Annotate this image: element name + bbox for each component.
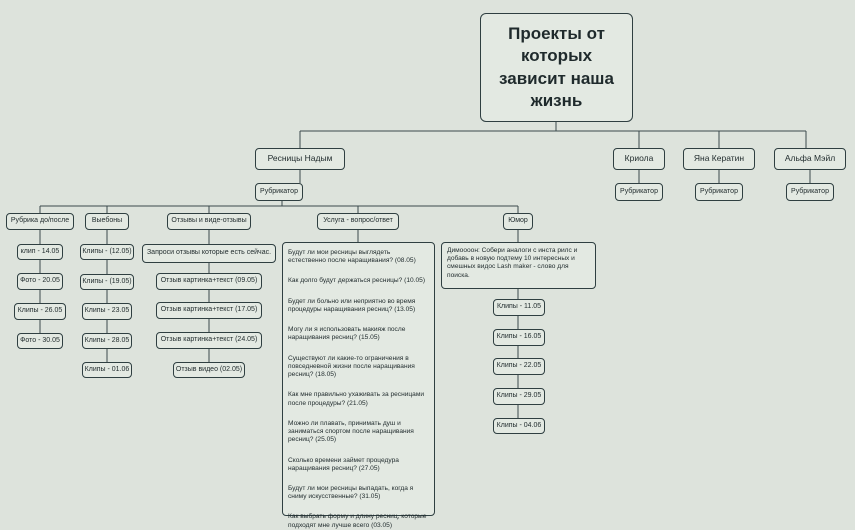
dp-item[interactable]: Фото - 30.05 (17, 333, 63, 349)
root-title: Проекты от которых зависит наша жизнь (499, 23, 614, 110)
category-humor[interactable]: Юмор (503, 213, 533, 230)
question-item: Будут ли мои ресницы выпадать, когда я с… (288, 484, 414, 501)
branch-alfa-meil[interactable]: Альфа Мэйл (774, 148, 846, 170)
category-do-posle[interactable]: Рубрика до/после (6, 213, 74, 230)
question-item: Сколько времени займет процедура наращив… (288, 456, 399, 472)
rubricator-kriola[interactable]: Рубрикатор (615, 183, 663, 201)
humor-item[interactable]: Клипы - 22.05 (493, 358, 545, 375)
category-vyebony[interactable]: Выебоны (85, 213, 129, 230)
question-item: Существуют ли какие-то ограничения в пов… (288, 354, 415, 379)
humor-note-text: Димоооон: Собери аналоги с инста рилс и … (447, 247, 578, 279)
question-item: Как выбрать форму и длину ресниц, которы… (288, 513, 427, 529)
dp-item[interactable]: клип - 14.05 (17, 244, 63, 260)
rubricator-alfa[interactable]: Рубрикатор (786, 183, 834, 201)
category-otzyvy[interactable]: Отзывы и виде-отзывы (167, 213, 251, 230)
root-node[interactable]: Проекты от которых зависит наша жизнь (480, 13, 633, 122)
usluga-questions-box[interactable]: Будут ли мои ресницы выглядеть естествен… (282, 242, 435, 529)
rubricator-yana[interactable]: Рубрикатор (695, 183, 743, 201)
rubricator-resnicy[interactable]: Рубрикатор (255, 183, 303, 201)
otzyvy-item[interactable]: Отзыв картинка+текст (17.05) (156, 302, 262, 319)
humor-item[interactable]: Клипы - 04.06 (493, 418, 545, 434)
vyebony-item[interactable]: Клипы - 28.05 (82, 333, 132, 349)
otzyvy-request-note[interactable]: Запроси отзывы которые есть сейчас. (142, 244, 276, 263)
vyebony-item[interactable]: Клипы - (19.05) (80, 274, 134, 290)
question-item: Могу ли я использовать макияж после нара… (288, 326, 406, 342)
vyebony-item[interactable]: Клипы - 23.05 (82, 303, 132, 320)
otzyvy-item[interactable]: Отзыв картинка+текст (09.05) (156, 273, 262, 290)
question-item: Будет ли больно или неприятно во время п… (288, 297, 416, 313)
humor-item[interactable]: Клипы - 16.05 (493, 329, 545, 346)
otzyvy-item[interactable]: Отзыв картинка+текст (24.05) (156, 332, 262, 349)
dp-item[interactable]: Фото - 20.05 (17, 273, 63, 290)
branch-kriola[interactable]: Криола (613, 148, 665, 170)
humor-item[interactable]: Клипы - 29.05 (493, 388, 545, 405)
question-item: Будут ли мои ресницы выглядеть естествен… (288, 249, 416, 265)
category-usluga[interactable]: Услуга - вопрос/ответ (317, 213, 399, 230)
question-item: Как долго будут держаться ресницы? (10.0… (288, 277, 426, 285)
otzyvy-item[interactable]: Отзыв видео (02.05) (173, 362, 245, 378)
vyebony-item[interactable]: Клипы - (12.05) (80, 244, 134, 260)
question-item: Можно ли плавать, принимать душ и занима… (288, 419, 414, 444)
branch-yana-keratin[interactable]: Яна Кератин (683, 148, 755, 170)
branch-resnicy-nadym[interactable]: Ресницы Надым (255, 148, 345, 170)
question-item: Как мне правильно ухаживать за ресницами… (288, 391, 425, 407)
humor-note[interactable]: Димоооон: Собери аналоги с инста рилс и … (441, 242, 596, 289)
dp-item[interactable]: Клипы - 26.05 (14, 303, 66, 320)
vyebony-item[interactable]: Клипы - 01.06 (82, 362, 132, 378)
humor-item[interactable]: Клипы - 11.05 (493, 299, 545, 316)
